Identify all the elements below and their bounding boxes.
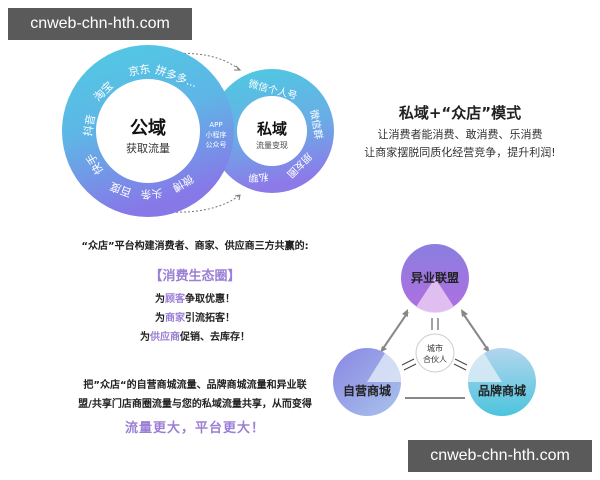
ecosystem-item: 为商家引流拓客！ bbox=[50, 309, 340, 324]
model-line-2: 让商家摆脱同质化经营竞争，提升利润! bbox=[364, 146, 556, 159]
item-suffix: 争取优惠！ bbox=[185, 294, 235, 305]
dotted-arrow-bottom bbox=[167, 194, 241, 213]
model-title: 私域+“众店”模式 bbox=[398, 104, 522, 122]
item-suffix: 促销、去库存！ bbox=[180, 332, 250, 343]
city-partner-line-1: 城市 bbox=[427, 343, 443, 353]
city-partner-circle bbox=[415, 333, 455, 373]
ring-label: 头条 bbox=[140, 186, 163, 202]
model-line-1: 让消费者能消费、敢消费、乐消费 bbox=[377, 128, 543, 141]
domain-rings-diagram: 拼多多... 京东 淘宝 抖音 快手 百度 头条 微博 APP 小程序 公众号 … bbox=[62, 45, 334, 217]
item-highlight: 供应商 bbox=[150, 332, 180, 343]
public-domain-subtitle: 获取流量 bbox=[126, 141, 170, 155]
summary-slogan: 流量更大，平台更大！ bbox=[124, 421, 265, 436]
ring-label: 抖音 bbox=[80, 113, 98, 137]
ecosystem-item: 为供应商促销、去库存！ bbox=[50, 328, 340, 343]
item-prefix: 为 bbox=[155, 313, 165, 324]
triangle-diagram: 异业联盟 自营商城 品牌商城 城市 合伙人 bbox=[333, 244, 536, 416]
watermark-top: cnweb-chn-hth.com bbox=[8, 8, 192, 40]
summary-paragraph: 把”众店“的自营商城流量、品牌商城流量和异业联 盟/共享门店商圈流量与您的私域流… bbox=[50, 376, 340, 414]
channel-labels: APP 小程序 公众号 bbox=[206, 121, 227, 149]
public-ring-labels: 拼多多... 京东 淘宝 抖音 快手 百度 头条 微博 bbox=[80, 61, 199, 202]
ecosystem-title: 【消费生态圈】 bbox=[149, 269, 241, 284]
item-highlight: 顾客 bbox=[165, 294, 185, 305]
channel-label: 公众号 bbox=[206, 141, 227, 149]
channel-label: APP bbox=[209, 121, 222, 129]
ecosystem-intro: “众店”平台构建消费者、商家、供应商三方共赢的: bbox=[81, 241, 309, 252]
ecosystem-item: 为顾客争取优惠！ bbox=[50, 290, 340, 305]
ring-label: 京东 bbox=[127, 61, 151, 79]
summary-line-2: 盟/共享门店商圈流量与您的私域流量共享，从而变得 bbox=[78, 399, 312, 410]
item-highlight: 商家 bbox=[165, 313, 185, 324]
public-domain-title: 公域 bbox=[130, 117, 166, 139]
summary-line-1: 把”众店“的自营商城流量、品牌商城流量和异业联 bbox=[83, 380, 307, 391]
alliance-label: 异业联盟 bbox=[411, 270, 459, 285]
city-partner-line-2: 合伙人 bbox=[423, 354, 447, 364]
item-prefix: 为 bbox=[155, 294, 165, 305]
item-suffix: 引流拓客！ bbox=[185, 313, 235, 324]
brand-mall-label: 品牌商城 bbox=[478, 383, 526, 398]
item-prefix: 为 bbox=[140, 332, 150, 343]
private-domain-subtitle: 流量变现 bbox=[256, 140, 288, 150]
private-domain-title: 私域 bbox=[256, 120, 287, 138]
self-mall-label: 自营商城 bbox=[343, 383, 391, 398]
ring-label: 私聊 bbox=[248, 170, 269, 185]
watermark-bottom: cnweb-chn-hth.com bbox=[408, 440, 592, 472]
channel-label: 小程序 bbox=[206, 130, 227, 139]
